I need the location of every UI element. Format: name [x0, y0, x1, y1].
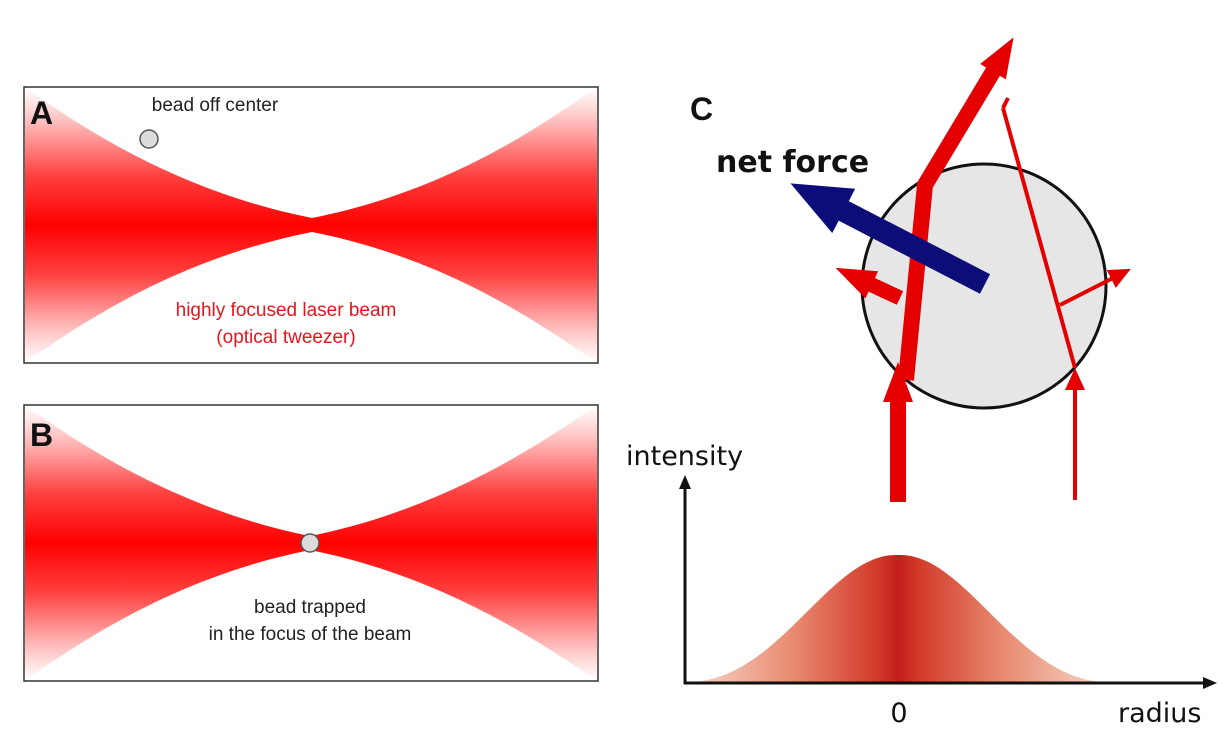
bead-trapped-label: bead trapped	[254, 597, 366, 618]
y-axis-label: intensity	[626, 441, 743, 472]
bead	[860, 162, 1108, 410]
panel-b: B bead trapped in the focus of the beam	[23, 404, 599, 682]
laser-beam-label: highly focused laser beam	[176, 300, 397, 321]
panel-letter-c: C	[690, 91, 713, 127]
panel-a: A bead off center highly focused laser b…	[23, 86, 599, 364]
x-axis-label: radius	[1118, 698, 1201, 729]
laser-beam	[25, 88, 597, 362]
x-origin-label: 0	[890, 698, 907, 729]
bead	[139, 129, 159, 149]
thick-light-ray	[835, 37, 1014, 502]
thin-light-ray	[1001, 97, 1131, 500]
gaussian-intensity-curve	[690, 554, 1106, 682]
bead-off-center-label: bead off center	[152, 95, 279, 116]
intensity-profile-plot: intensity radius 0	[626, 441, 1217, 729]
panel-c: C net force intensity radius 0	[626, 37, 1217, 729]
net-force-arrow	[790, 183, 991, 294]
bead	[300, 533, 320, 553]
focus-of-beam-label: in the focus of the beam	[209, 624, 412, 645]
panel-letter-b: B	[30, 417, 53, 453]
panel-letter-a: A	[30, 95, 53, 131]
optical-tweezer-label: (optical tweezer)	[216, 327, 355, 348]
net-force-label: net force	[716, 145, 869, 180]
